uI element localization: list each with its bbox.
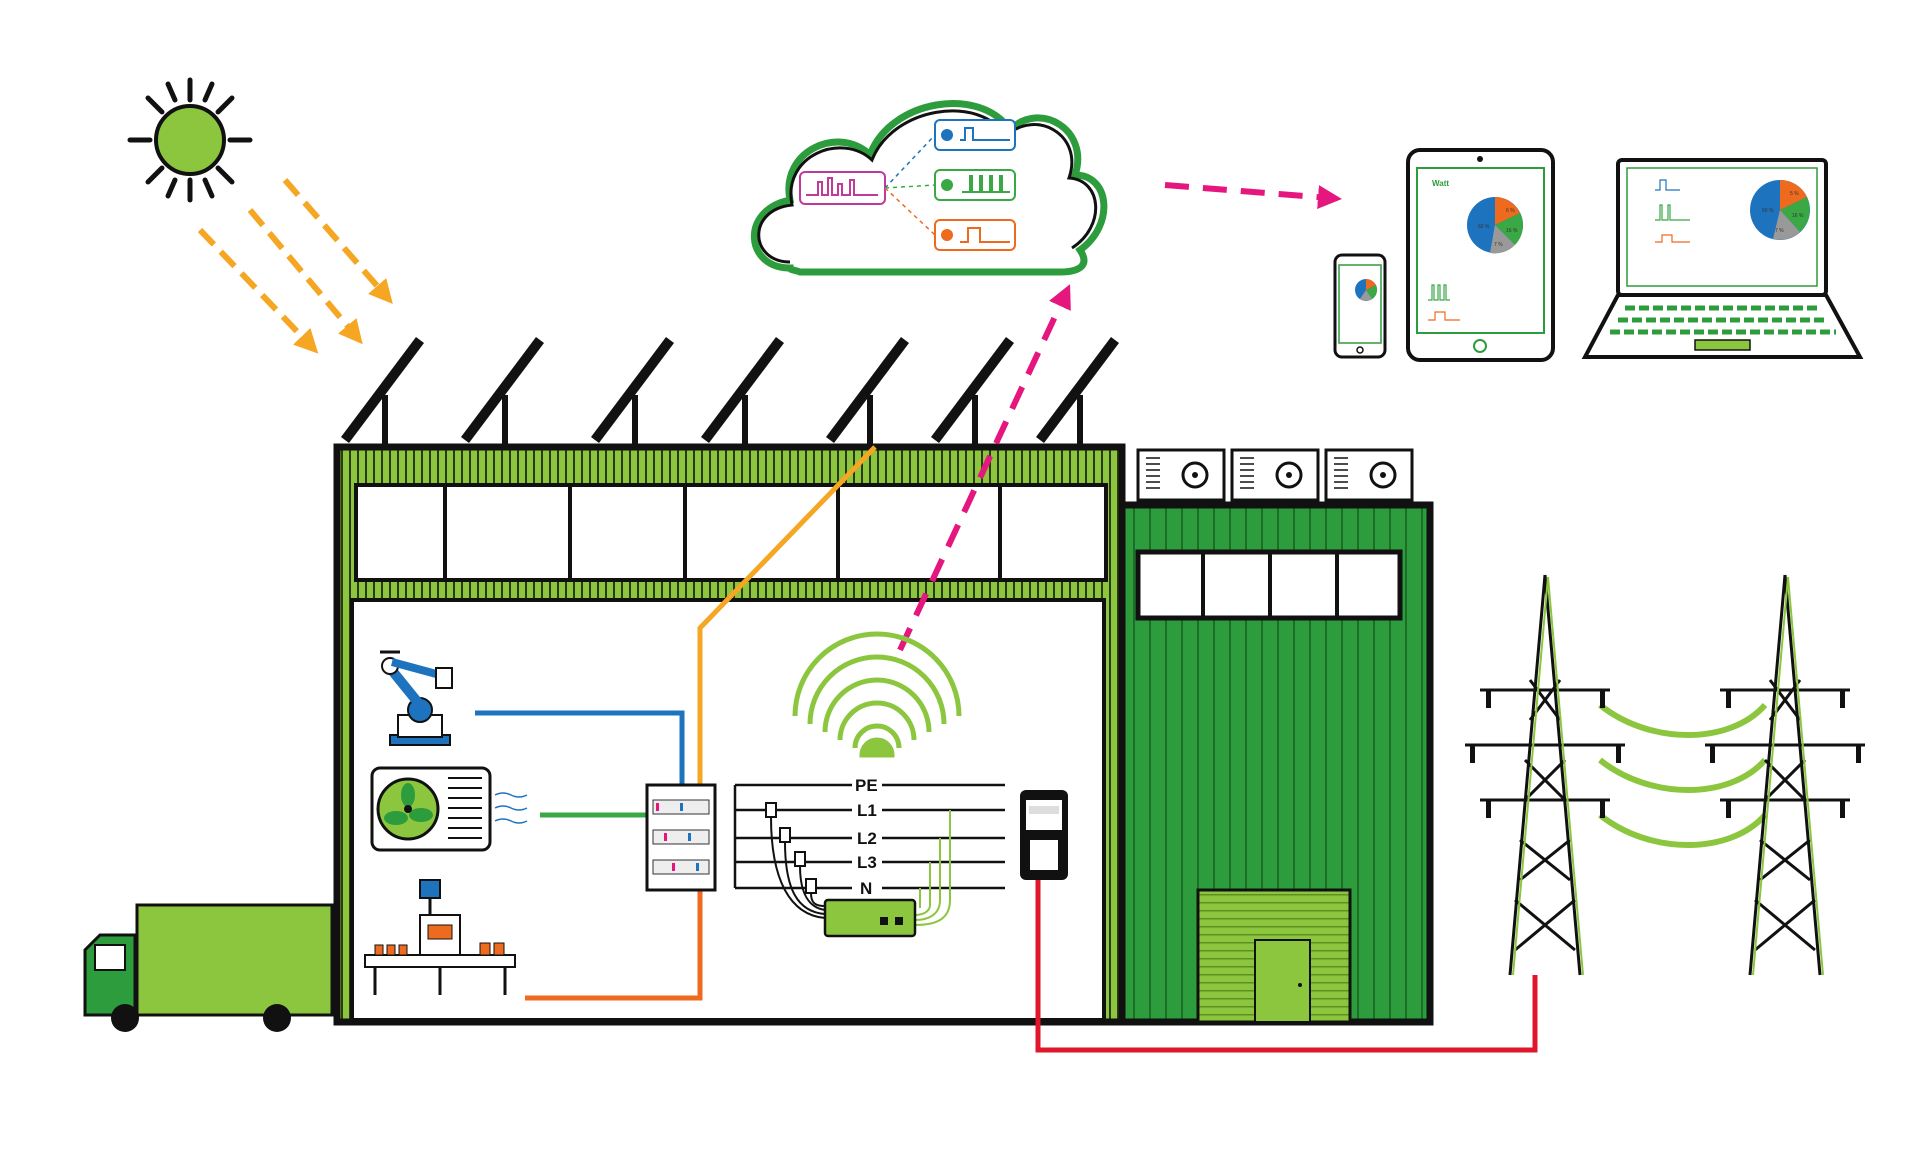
solar-panel [826, 337, 909, 445]
tablet-pie-label: 16 % [1506, 228, 1518, 234]
bus-label-l2: L2 [857, 829, 877, 848]
solar-panels [341, 337, 1119, 445]
chiller-unit [1136, 448, 1226, 502]
sun-rays [197, 178, 393, 354]
electricity-meter-icon [1020, 790, 1068, 880]
solar-panel [341, 337, 424, 445]
air-conditioner-icon [370, 766, 528, 852]
laptop-pie-chart: 60 % 5 % 16 % 7 % [1750, 180, 1810, 240]
laptop-pie-label: 16 % [1792, 213, 1804, 219]
solar-panel [931, 337, 1014, 445]
tablet-pie-label: 60 % [1478, 224, 1490, 230]
laptop-pie-label: 60 % [1762, 208, 1774, 214]
power-pylon-icon [1705, 574, 1865, 976]
data-link-arrows [897, 182, 1342, 652]
circuit-lines [475, 445, 1538, 1053]
chiller-unit [1324, 448, 1414, 502]
distribution-panel-icon [645, 783, 717, 892]
bus-label-l3: L3 [857, 853, 877, 872]
power-lines [1598, 702, 1768, 848]
laptop: 60 % 5 % 16 % 7 % [1581, 158, 1864, 359]
solar-panel [461, 337, 544, 445]
cloud-hvac-signal [934, 169, 1016, 201]
rooftop-chillers [1136, 448, 1414, 502]
chiller-unit [1230, 448, 1320, 502]
truck-icon [83, 903, 334, 1032]
bus-label-pe: PE [855, 776, 878, 795]
solar-panel [1036, 337, 1119, 445]
clamp-wires [770, 816, 826, 919]
cloud-robot-signal [934, 119, 1016, 151]
cloud-icon [750, 100, 1108, 276]
tablet-pie-chart: 60 % 6 % 16 % 7 % [1467, 197, 1523, 254]
cloud-conveyor-signal [934, 219, 1016, 251]
smartphone [1333, 253, 1387, 359]
solar-panel [701, 337, 784, 445]
conveyor-icon [364, 879, 516, 995]
robot-arm-icon [380, 650, 453, 746]
sun-icon [127, 77, 253, 203]
solar-panel [591, 337, 674, 445]
bus-label-n: N [860, 879, 872, 898]
tablet-pie-label: 6 % [1506, 208, 1515, 214]
energy-monitor-device [823, 898, 917, 938]
wifi-icon [792, 631, 962, 758]
annex-building [1118, 501, 1434, 1026]
voltage-taps [914, 810, 951, 926]
conveyor-circuit-line [525, 890, 703, 1001]
laptop-pie-label: 7 % [1775, 228, 1784, 234]
bus-label-l1: L1 [857, 801, 877, 820]
laptop-pie-label: 5 % [1790, 191, 1799, 197]
power-pylon-icon [1465, 574, 1625, 976]
tablet-brand: Watt [1432, 179, 1449, 188]
grid-feed-line [1035, 880, 1538, 1053]
busbar-labels: PE L1 L2 L3 N [852, 775, 882, 898]
tablet-pie-label: 7 % [1494, 242, 1503, 248]
cloud-aggregate-signal [799, 171, 886, 205]
robot-circuit-line [475, 710, 685, 785]
garage-door [1196, 888, 1352, 1024]
solar-feed-line [697, 445, 877, 785]
tablet: Watt 60 % 6 % 16 % 7 % [1406, 148, 1555, 362]
